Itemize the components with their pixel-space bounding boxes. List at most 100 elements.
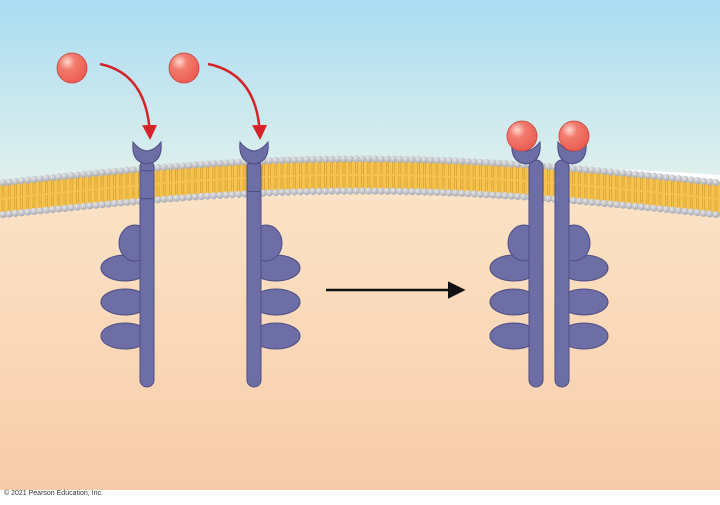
phospholipid-head	[582, 198, 590, 206]
phospholipid-head	[520, 193, 528, 201]
phospholipid-head	[514, 160, 522, 169]
phospholipid-head	[346, 187, 354, 195]
phospholipid-head	[458, 189, 466, 197]
binding-arrow-left	[99, 62, 158, 140]
phospholipid-head	[0, 211, 7, 219]
phospholipid-head	[656, 205, 664, 213]
phospholipid-head	[297, 156, 305, 164]
phospholipid-head	[427, 156, 435, 164]
phospholipid-head	[160, 163, 168, 171]
phospholipid-head	[352, 187, 360, 195]
phospholipid-head	[266, 189, 274, 197]
phospholipid-head	[185, 161, 193, 169]
phospholipid-head	[700, 177, 708, 185]
phospholipid-head	[266, 157, 274, 165]
phospholipid-head	[129, 166, 137, 174]
phospholipid-head	[210, 192, 218, 200]
phospholipid-head	[669, 174, 677, 182]
phospholipid-head	[681, 207, 689, 215]
phospholipid-head	[607, 200, 615, 208]
phospholipid-head	[452, 157, 460, 165]
phospholipid-head	[123, 166, 131, 174]
phospholipid-head	[179, 194, 187, 202]
phospholipid-head	[402, 155, 410, 164]
phospholipid-head	[92, 169, 100, 177]
phospholipid-head	[613, 168, 621, 177]
phospholipid-head	[73, 171, 81, 179]
phospholipid-head	[49, 173, 57, 182]
phospholipid-head	[160, 195, 168, 203]
phospholipid-head	[594, 167, 602, 175]
phospholipid-head	[594, 199, 602, 207]
phospholipid-head	[259, 189, 267, 197]
phospholipid-head	[501, 160, 509, 168]
phospholipid-head	[49, 205, 57, 214]
phospholipid-head	[0, 179, 7, 187]
phospholipid-head	[495, 159, 503, 167]
phospholipid-head	[321, 155, 329, 163]
phospholipid-head	[11, 177, 19, 185]
phospholipid-head	[439, 156, 447, 165]
phospholipid-head	[514, 192, 522, 201]
phospholipid-head	[371, 155, 379, 163]
phospholipid-head	[309, 187, 317, 196]
phospholipid-head	[197, 160, 205, 169]
phospholipid-head	[67, 172, 75, 180]
phospholipid-head	[18, 209, 26, 217]
phospholipid-head	[507, 160, 515, 168]
extracellular-space	[0, 0, 720, 188]
phospholipid-head	[588, 198, 596, 206]
phospholipid-head	[5, 210, 13, 218]
phospholipid-head	[235, 190, 243, 198]
phospholipid-head	[67, 204, 75, 212]
signal-molecules	[56, 52, 590, 152]
phospholipid-head	[55, 205, 63, 213]
phospholipid-head	[569, 165, 578, 173]
phospholipid-head	[501, 192, 509, 200]
phospholipid-head	[197, 192, 205, 201]
phospholipid-head	[644, 171, 652, 180]
phospholipid-head	[204, 192, 212, 200]
phospholipid-head	[383, 155, 391, 163]
phospholipid-head	[5, 178, 13, 186]
phospholipid-head	[712, 178, 720, 187]
phospholipid-head	[662, 205, 671, 214]
phospholipid-head	[73, 203, 81, 211]
phospholipid-head	[359, 155, 367, 163]
phospholipid-head	[315, 155, 323, 163]
phospholipid-head	[92, 201, 100, 209]
phospholipid-head	[427, 188, 435, 196]
phospholipid-head	[61, 172, 69, 180]
phospholipid-head	[154, 196, 162, 204]
phospholipid-head	[290, 188, 298, 196]
phospholipid-head	[662, 173, 671, 182]
phospholipid-head	[619, 169, 627, 177]
receptor-dimer	[489, 140, 609, 388]
phospholipid-head	[173, 162, 181, 170]
phospholipid-head	[334, 155, 342, 163]
phospholipid-head	[625, 202, 633, 210]
phospholipid-head	[290, 156, 298, 164]
phospholipid-head	[98, 201, 106, 209]
phospholipid-head	[328, 187, 336, 195]
bound-signal-molecule	[558, 120, 590, 152]
phospholipid-head	[507, 192, 515, 200]
phospholipid-head	[359, 187, 367, 195]
phospholipid-head	[675, 207, 683, 215]
phospholipid-head	[693, 177, 702, 185]
phospholipid-head	[687, 208, 695, 216]
phospholipid-head	[396, 155, 404, 163]
phospholipid-head	[173, 194, 181, 202]
phospholipid-head	[700, 209, 708, 217]
phospholipid-head	[476, 190, 484, 198]
phospholipid-head	[656, 173, 664, 181]
phospholipid-head	[117, 167, 125, 175]
phospholipid-head	[476, 158, 484, 166]
phospholipid-head	[111, 199, 119, 208]
phospholipid-head	[365, 187, 373, 195]
copyright-notice: © 2021 Pearson Education, Inc.	[4, 490, 103, 497]
phospholipid-head	[377, 187, 385, 195]
phospholipid-head	[24, 208, 32, 216]
phospholipid-head	[408, 188, 416, 196]
